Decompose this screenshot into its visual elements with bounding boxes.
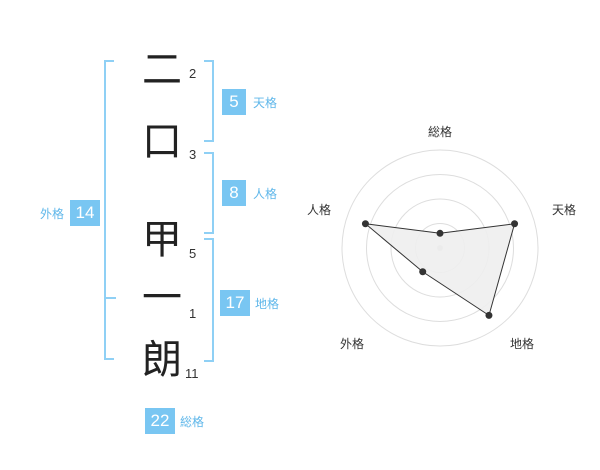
tenkaku-bracket [204,60,214,142]
gaikaku-bracket-bottom [104,298,114,360]
chikaku-bracket [204,238,214,362]
radar-polygon [363,223,516,317]
radar-point-総格 [436,229,444,237]
jinkaku-label: 人格 [253,187,278,201]
stroke-count-1: 2 [189,66,197,81]
radar-ring-4 [341,149,539,347]
gaikaku-bracket-top [104,60,114,300]
radar-point-人格 [361,220,369,228]
name-char-1: 二 [142,47,182,93]
tenkaku-badge: 5 [222,89,246,115]
gaikaku-badge: 14 [70,200,100,226]
soukaku-label: 総格 [180,415,205,429]
jinkaku-badge: 8 [222,180,246,206]
radar-point-外格 [419,268,427,276]
jinkaku-bracket [204,152,214,234]
radar-label-tenkaku: 天格 [552,203,577,217]
stroke-count-2: 3 [189,147,197,162]
name-char-3: 甲 [142,217,182,263]
radar-label-chikaku: 地格 [510,337,535,351]
radar-label-gaikaku: 外格 [340,337,365,351]
radar-ring-3 [366,174,514,322]
chikaku-badge: 17 [220,290,250,316]
stroke-count-3: 5 [189,246,197,261]
radar-point-天格 [511,220,519,228]
radar-label-jinkaku: 人格 [307,203,332,217]
chikaku-label: 地格 [255,297,280,311]
stroke-count-4: 1 [189,306,197,321]
radar-point-地格 [485,311,493,319]
radar-label-soukaku: 総格 [428,125,453,139]
soukaku-badge: 22 [145,408,175,434]
name-char-5: 朗 [142,337,182,383]
stroke-count-5: 11 [185,366,199,381]
tenkaku-label: 天格 [253,96,278,110]
name-char-2: 口 [142,119,182,165]
name-char-4: 一 [142,275,182,321]
gaikaku-divider [104,297,116,299]
gaikaku-label: 外格 [40,207,65,221]
